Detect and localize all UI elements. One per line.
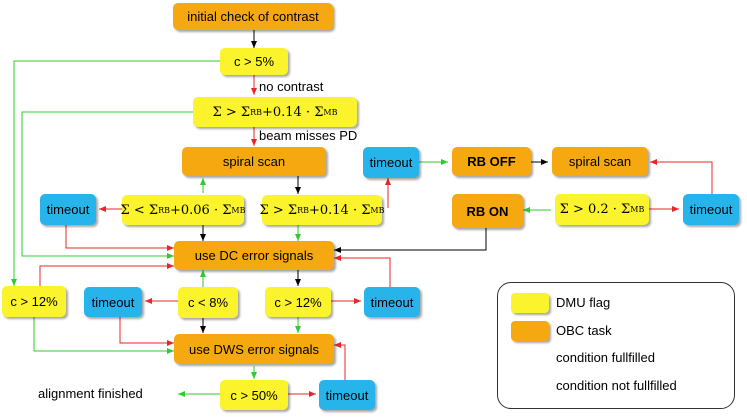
- timeout-top-node: timeout: [363, 147, 419, 178]
- arrow-timeout-to-dc: [65, 225, 174, 251]
- arrow-timeout-to-spiral: [650, 159, 713, 194]
- initial-check-label: initial check of contrast: [187, 9, 319, 24]
- arrow-timeout-to-dc-2: [334, 255, 391, 287]
- sum-threshold-a: Σ > Σ: [212, 104, 251, 120]
- arrow-c12left-to-dc: [39, 263, 174, 286]
- sum-less-sub2: MB: [231, 205, 246, 215]
- sum-02-a: Σ > 0.2 · Σ: [559, 202, 631, 217]
- sum-threshold-sub1: RB: [250, 107, 262, 117]
- timeout-mid-left-node: timeout: [84, 287, 142, 317]
- rb-off-label: RB OFF: [467, 154, 516, 169]
- sum-greater-a: Σ > Σ: [259, 202, 298, 218]
- sum-less-b: +0.06 · Σ: [169, 202, 232, 218]
- c-gt-12-left-label: c > 12%: [10, 294, 58, 309]
- dc-error-signals-node: use DC error signals: [174, 241, 334, 270]
- spiral-scan-right-label: spiral scan: [568, 154, 632, 169]
- sum-threshold-sub2: MB: [323, 107, 338, 117]
- legend-dmu-label: DMU flag: [556, 295, 611, 310]
- dws-error-signals-label: use DWS error signals: [188, 341, 320, 357]
- sum-02-sub: MB: [630, 205, 645, 214]
- dws-error-signals-node: use DWS error signals: [174, 334, 334, 364]
- arrow-rbon-to-dc: [334, 228, 487, 253]
- spiral-scan-left-label: spiral scan: [222, 154, 286, 169]
- timeout-bottom-node: timeout: [319, 380, 375, 410]
- rb-off-node: RB OFF: [452, 147, 531, 176]
- timeout-mid-right-label: timeout: [370, 294, 414, 310]
- sum-less-a: Σ < Σ: [120, 202, 159, 218]
- timeout-right-node: timeout: [683, 194, 739, 225]
- sum-threshold-b: +0.14 · Σ: [261, 104, 324, 120]
- legend: DMU flag OBC task condition fullfilled c…: [497, 282, 735, 409]
- timeout-bottom-label: timeout: [325, 387, 369, 403]
- timeout-left-label: timeout: [46, 202, 90, 217]
- c-lt-8-label: c < 8%: [187, 295, 229, 310]
- legend-red-label: condition not fullfilled: [556, 378, 677, 393]
- timeout-mid-left-label: timeout: [91, 294, 135, 310]
- beam-misses-label: beam misses PD: [259, 128, 358, 143]
- no-contrast-label: no contrast: [259, 79, 324, 94]
- c-gt-5-label: c > 5%: [233, 54, 275, 69]
- alignment-finished-label: alignment finished: [38, 386, 143, 401]
- arrow-c5-to-c12-left: [11, 60, 220, 286]
- legend-obc-label: OBC task: [556, 323, 612, 338]
- spiral-scan-right-node: spiral scan: [552, 147, 648, 176]
- c-gt-12-mid-label: c > 12%: [274, 294, 322, 310]
- sum-less-sub1: RB: [158, 205, 170, 215]
- sum-greater-b: +0.14 · Σ: [308, 202, 371, 218]
- arrow-sum1-to-dc: [21, 111, 193, 259]
- sum-greater-sub1: RB: [297, 205, 309, 215]
- arrow-c12left-to-dws: [33, 317, 174, 354]
- arrow-timeout-to-dws-2: [334, 342, 346, 380]
- timeout-mid-right-node: timeout: [364, 287, 420, 317]
- arrow-timeout-to-dws: [119, 317, 174, 346]
- legend-green-label: condition fullfilled: [556, 350, 656, 365]
- timeout-left-node: timeout: [40, 194, 96, 225]
- sum-greater-sub2: MB: [370, 205, 385, 215]
- c-gt-5-node: c > 5%: [220, 48, 288, 75]
- c-gt-50-label: c > 50%: [230, 387, 278, 403]
- rb-on-label: RB ON: [466, 203, 509, 219]
- c-gt-12-mid-node: c > 12%: [265, 287, 331, 317]
- c-gt-50-node: c > 50%: [220, 380, 288, 410]
- legend-dmu-swatch: [511, 293, 549, 313]
- legend-obc-swatch: [511, 321, 549, 341]
- c-gt-12-left-node: c > 12%: [2, 286, 66, 317]
- dc-error-signals-label: use DC error signals: [194, 248, 314, 263]
- rb-on-node: RB ON: [452, 194, 523, 228]
- initial-check-node: initial check of contrast: [173, 3, 333, 30]
- timeout-top-label: timeout: [369, 155, 413, 170]
- c-lt-8-node: c < 8%: [178, 287, 238, 318]
- spiral-scan-left-node: spiral scan: [182, 147, 326, 176]
- timeout-right-label: timeout: [689, 202, 733, 217]
